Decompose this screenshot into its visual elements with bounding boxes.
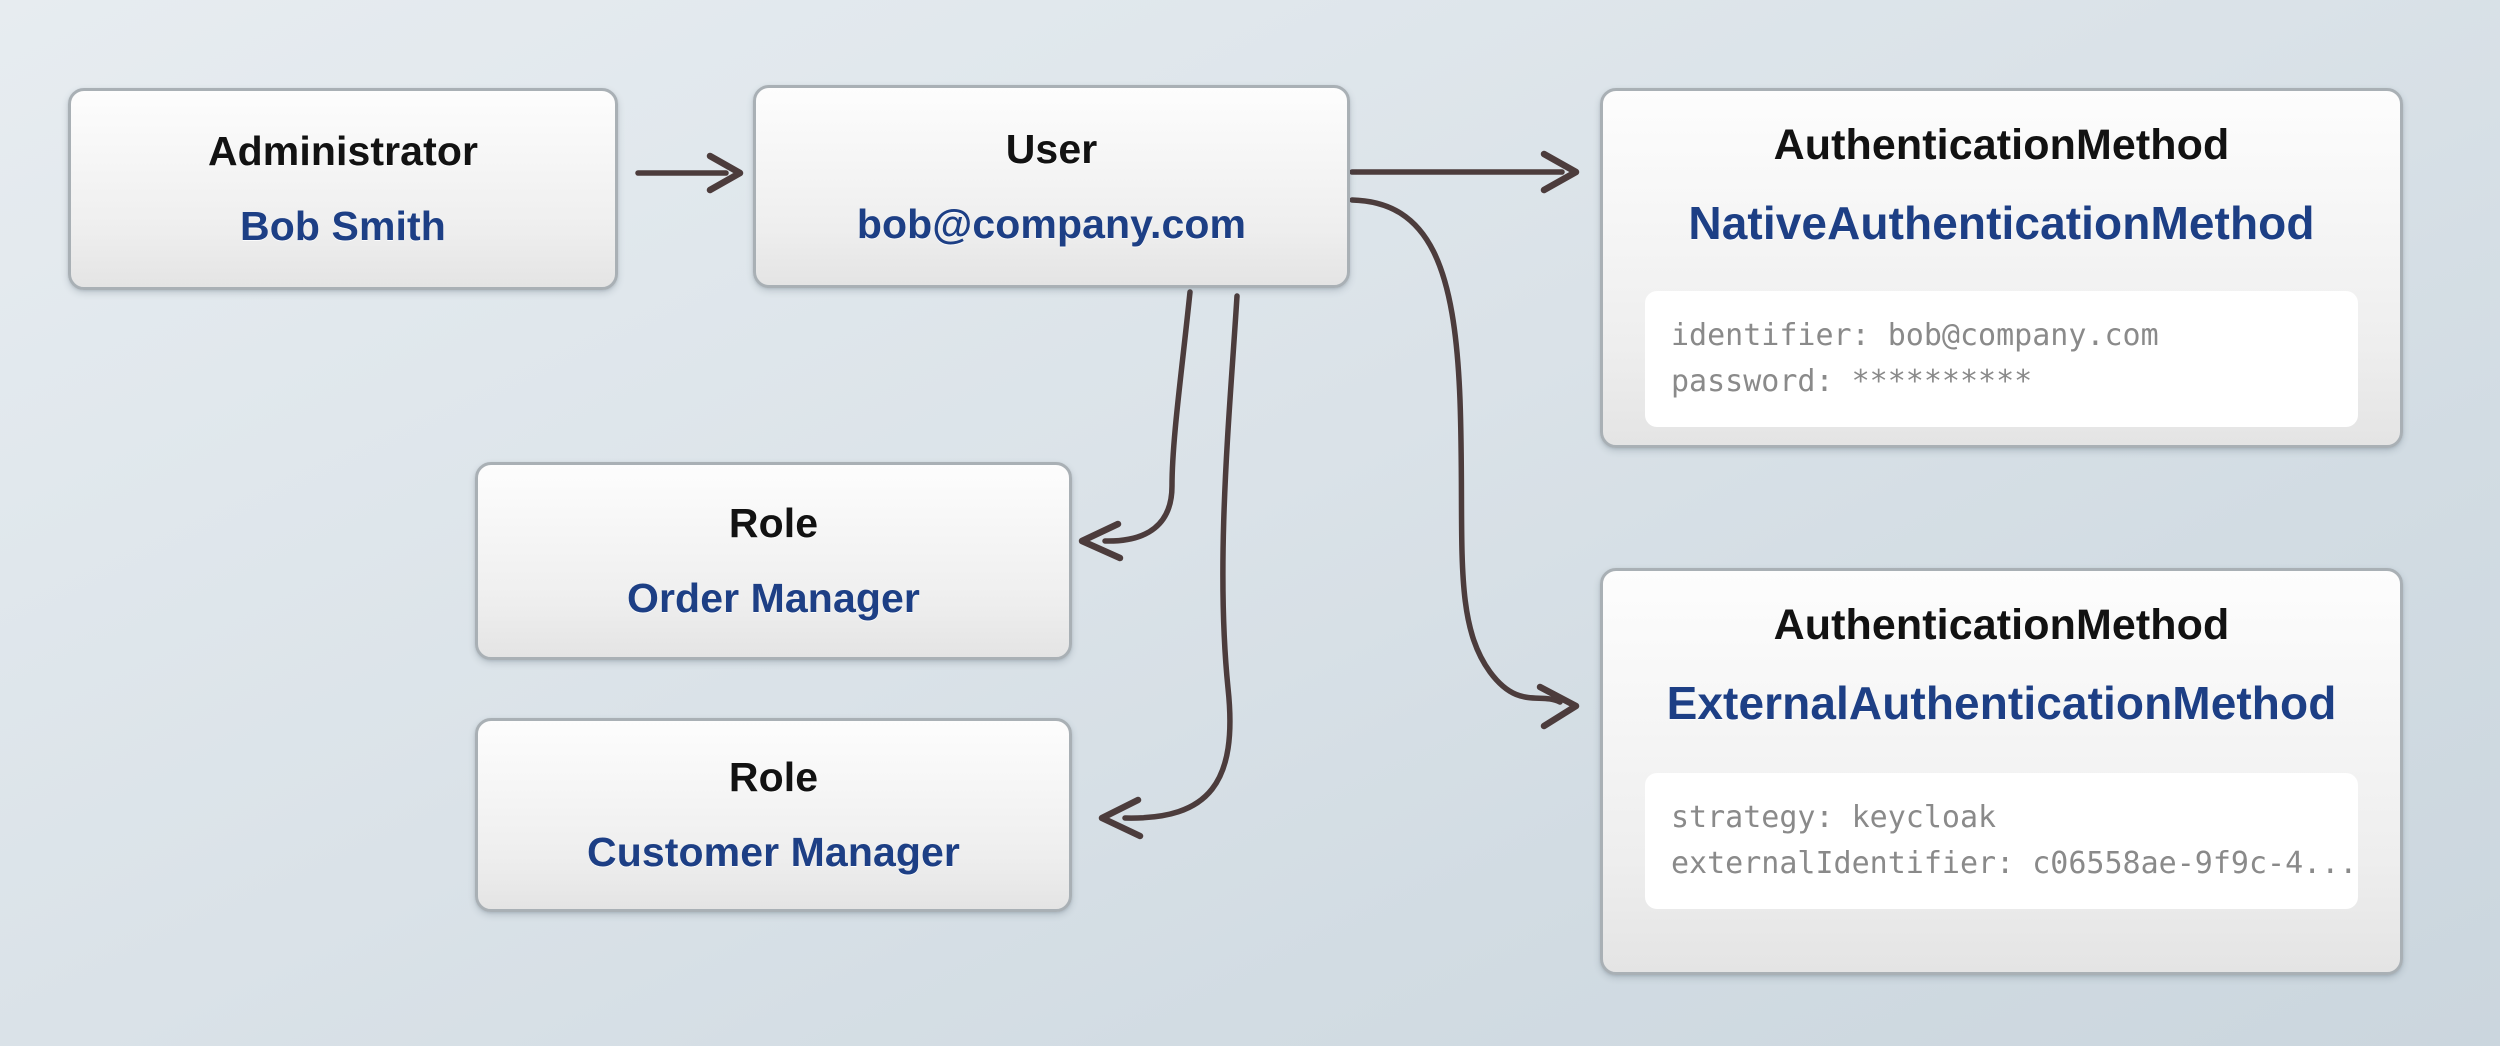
node-native-authentication-method[interactable]: AuthenticationMethod NativeAuthenticatio… bbox=[1600, 88, 2403, 448]
external-auth-attribute-external-identifier: externalIdentifier: c06558ae-9f9c-4... bbox=[1671, 845, 2358, 881]
node-external-auth-name: ExternalAuthenticationMethod bbox=[1666, 677, 2337, 729]
edge-administrator-to-user bbox=[635, 152, 744, 194]
node-role-customer-manager-type: Role bbox=[728, 754, 819, 800]
edge-user-to-native-auth bbox=[1349, 150, 1580, 194]
edge-user-to-role-order-manager bbox=[1078, 289, 1193, 562]
node-role-order-manager[interactable]: Role Order Manager bbox=[475, 462, 1072, 660]
native-auth-attribute-identifier: identifier: bob@company.com bbox=[1671, 318, 2159, 353]
native-auth-attributes-panel: identifier: bob@company.com password: **… bbox=[1645, 291, 2358, 427]
native-auth-attribute-password: password: ********** bbox=[1671, 363, 2033, 399]
edge-user-to-external-auth bbox=[1349, 197, 1580, 730]
node-role-customer-manager-name: Customer Manager bbox=[587, 829, 960, 875]
node-user-name: bob@company.com bbox=[856, 200, 1247, 247]
edge-user-to-role-customer-manager bbox=[1098, 293, 1240, 840]
external-auth-attribute-strategy: strategy: keycloak bbox=[1671, 800, 1997, 835]
node-native-auth-type: AuthenticationMethod bbox=[1773, 121, 2230, 169]
node-external-authentication-method[interactable]: AuthenticationMethod ExternalAuthenticat… bbox=[1600, 568, 2403, 975]
external-auth-attributes-panel: strategy: keycloak externalIdentifier: c… bbox=[1645, 773, 2358, 909]
node-native-auth-name: NativeAuthenticationMethod bbox=[1688, 197, 2315, 249]
node-administrator-name: Bob Smith bbox=[240, 203, 446, 249]
node-administrator-type: Administrator bbox=[207, 128, 479, 174]
node-role-order-manager-type: Role bbox=[728, 500, 819, 546]
node-role-order-manager-name: Order Manager bbox=[627, 575, 920, 621]
node-role-customer-manager[interactable]: Role Customer Manager bbox=[475, 718, 1072, 912]
node-user[interactable]: User bob@company.com bbox=[753, 85, 1350, 288]
node-user-type: User bbox=[1005, 125, 1098, 172]
node-external-auth-type: AuthenticationMethod bbox=[1773, 601, 2230, 649]
node-administrator[interactable]: Administrator Bob Smith bbox=[68, 88, 618, 290]
